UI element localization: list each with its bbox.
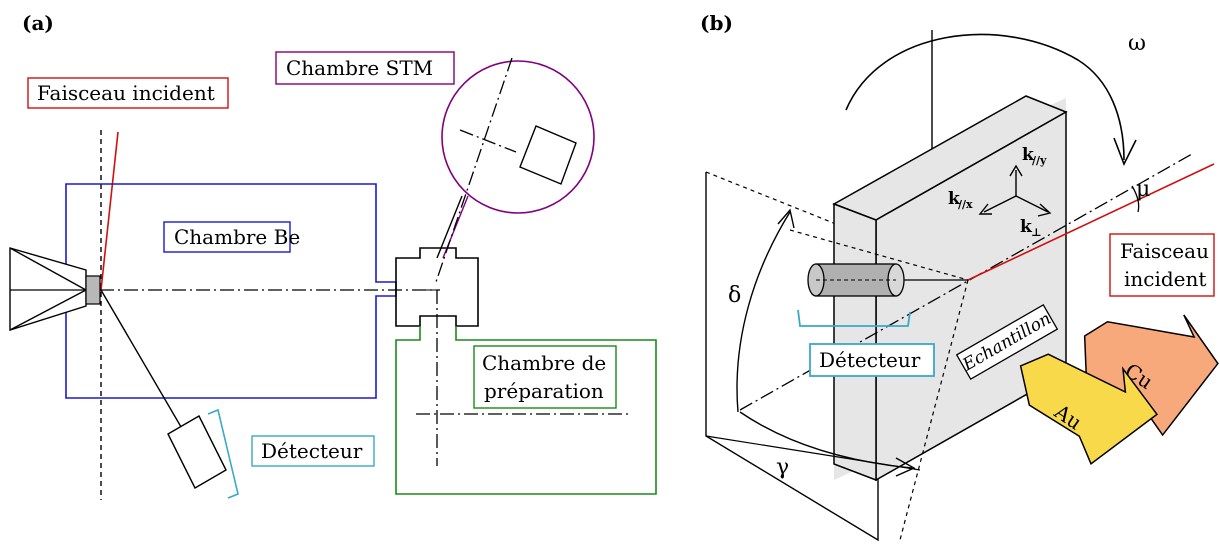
detecteur-b-label: Détecteur — [819, 348, 921, 372]
mu-angle-arc — [1131, 185, 1140, 213]
faisceau-label: Faisceau incident — [37, 81, 215, 105]
au-arrow — [1019, 353, 1158, 466]
chambre-prep-label-1: Chambre de — [482, 351, 606, 375]
stm-axis-line — [435, 57, 513, 283]
chambre-be-outline — [65, 183, 397, 399]
detector-b-body — [807, 263, 905, 297]
stm-chamber-circle — [441, 60, 595, 214]
detecteur-a-label-box — [251, 435, 375, 467]
chambre-be-label-box — [163, 221, 291, 253]
delta-label: δ — [728, 283, 741, 308]
delta-arc — [736, 211, 791, 413]
k-perp-sub: ⊥ — [1031, 226, 1042, 239]
detecteur-a-label: Détecteur — [261, 439, 363, 463]
chambre-prep-label-2: préparation — [484, 379, 604, 403]
gamma-arrowhead — [895, 457, 916, 477]
k-perp-label: k — [1020, 217, 1033, 237]
reflected-dashed-line — [789, 229, 969, 281]
faisceau-b-label-1: Faisceau — [1120, 239, 1209, 263]
faisceau-b-label-box — [1109, 233, 1215, 297]
chambre-stm-label: Chambre STM — [286, 56, 433, 80]
chambre-prep-label-box — [473, 345, 617, 409]
detector-a-body — [167, 415, 227, 489]
gamma-arc — [739, 411, 913, 469]
x-ray-source — [9, 247, 101, 331]
k-x-sub: //x — [958, 198, 973, 211]
detector-b-bracket — [797, 309, 911, 327]
k-x-label: k — [948, 189, 961, 209]
gamma-label: γ — [776, 455, 789, 480]
k-y-label: k — [1022, 145, 1035, 165]
omega-arrowhead — [1113, 137, 1137, 166]
delta-arrowhead — [777, 208, 795, 229]
detector-arm-line — [100, 289, 185, 433]
chambre-preparation-outline — [395, 326, 657, 495]
faisceau-b-label-2: incident — [1124, 267, 1206, 291]
omega-arrow-arc — [845, 33, 1125, 161]
stm-sample-square — [519, 125, 577, 185]
faisceau-label-box — [27, 77, 229, 109]
detector-a-bracket — [207, 408, 239, 499]
omega-label: ω — [1128, 31, 1146, 56]
panel-b-label: (b) — [700, 11, 733, 35]
stm-cross-line — [459, 129, 517, 153]
panel-a: (a) Faisceau incident Chambre Be — [9, 11, 657, 500]
detecteur-b-label-box — [809, 343, 935, 377]
k-vector-axes — [978, 164, 1052, 217]
stm-arm-line-1 — [436, 195, 463, 259]
chambre-be-label: Chambre Be — [174, 225, 300, 249]
panel-b: (b) ω μ δ γ — [700, 11, 1219, 542]
k-y-sub: //y — [1032, 154, 1047, 167]
panel-a-label: (a) — [22, 11, 54, 35]
chambre-stm-label-box — [275, 51, 455, 85]
sample-surface-axis — [739, 153, 1193, 411]
incident-beam-line — [100, 131, 119, 291]
mu-label: μ — [1136, 177, 1150, 202]
incident-beam-b-line — [967, 163, 1215, 281]
sample-box — [832, 95, 1068, 482]
